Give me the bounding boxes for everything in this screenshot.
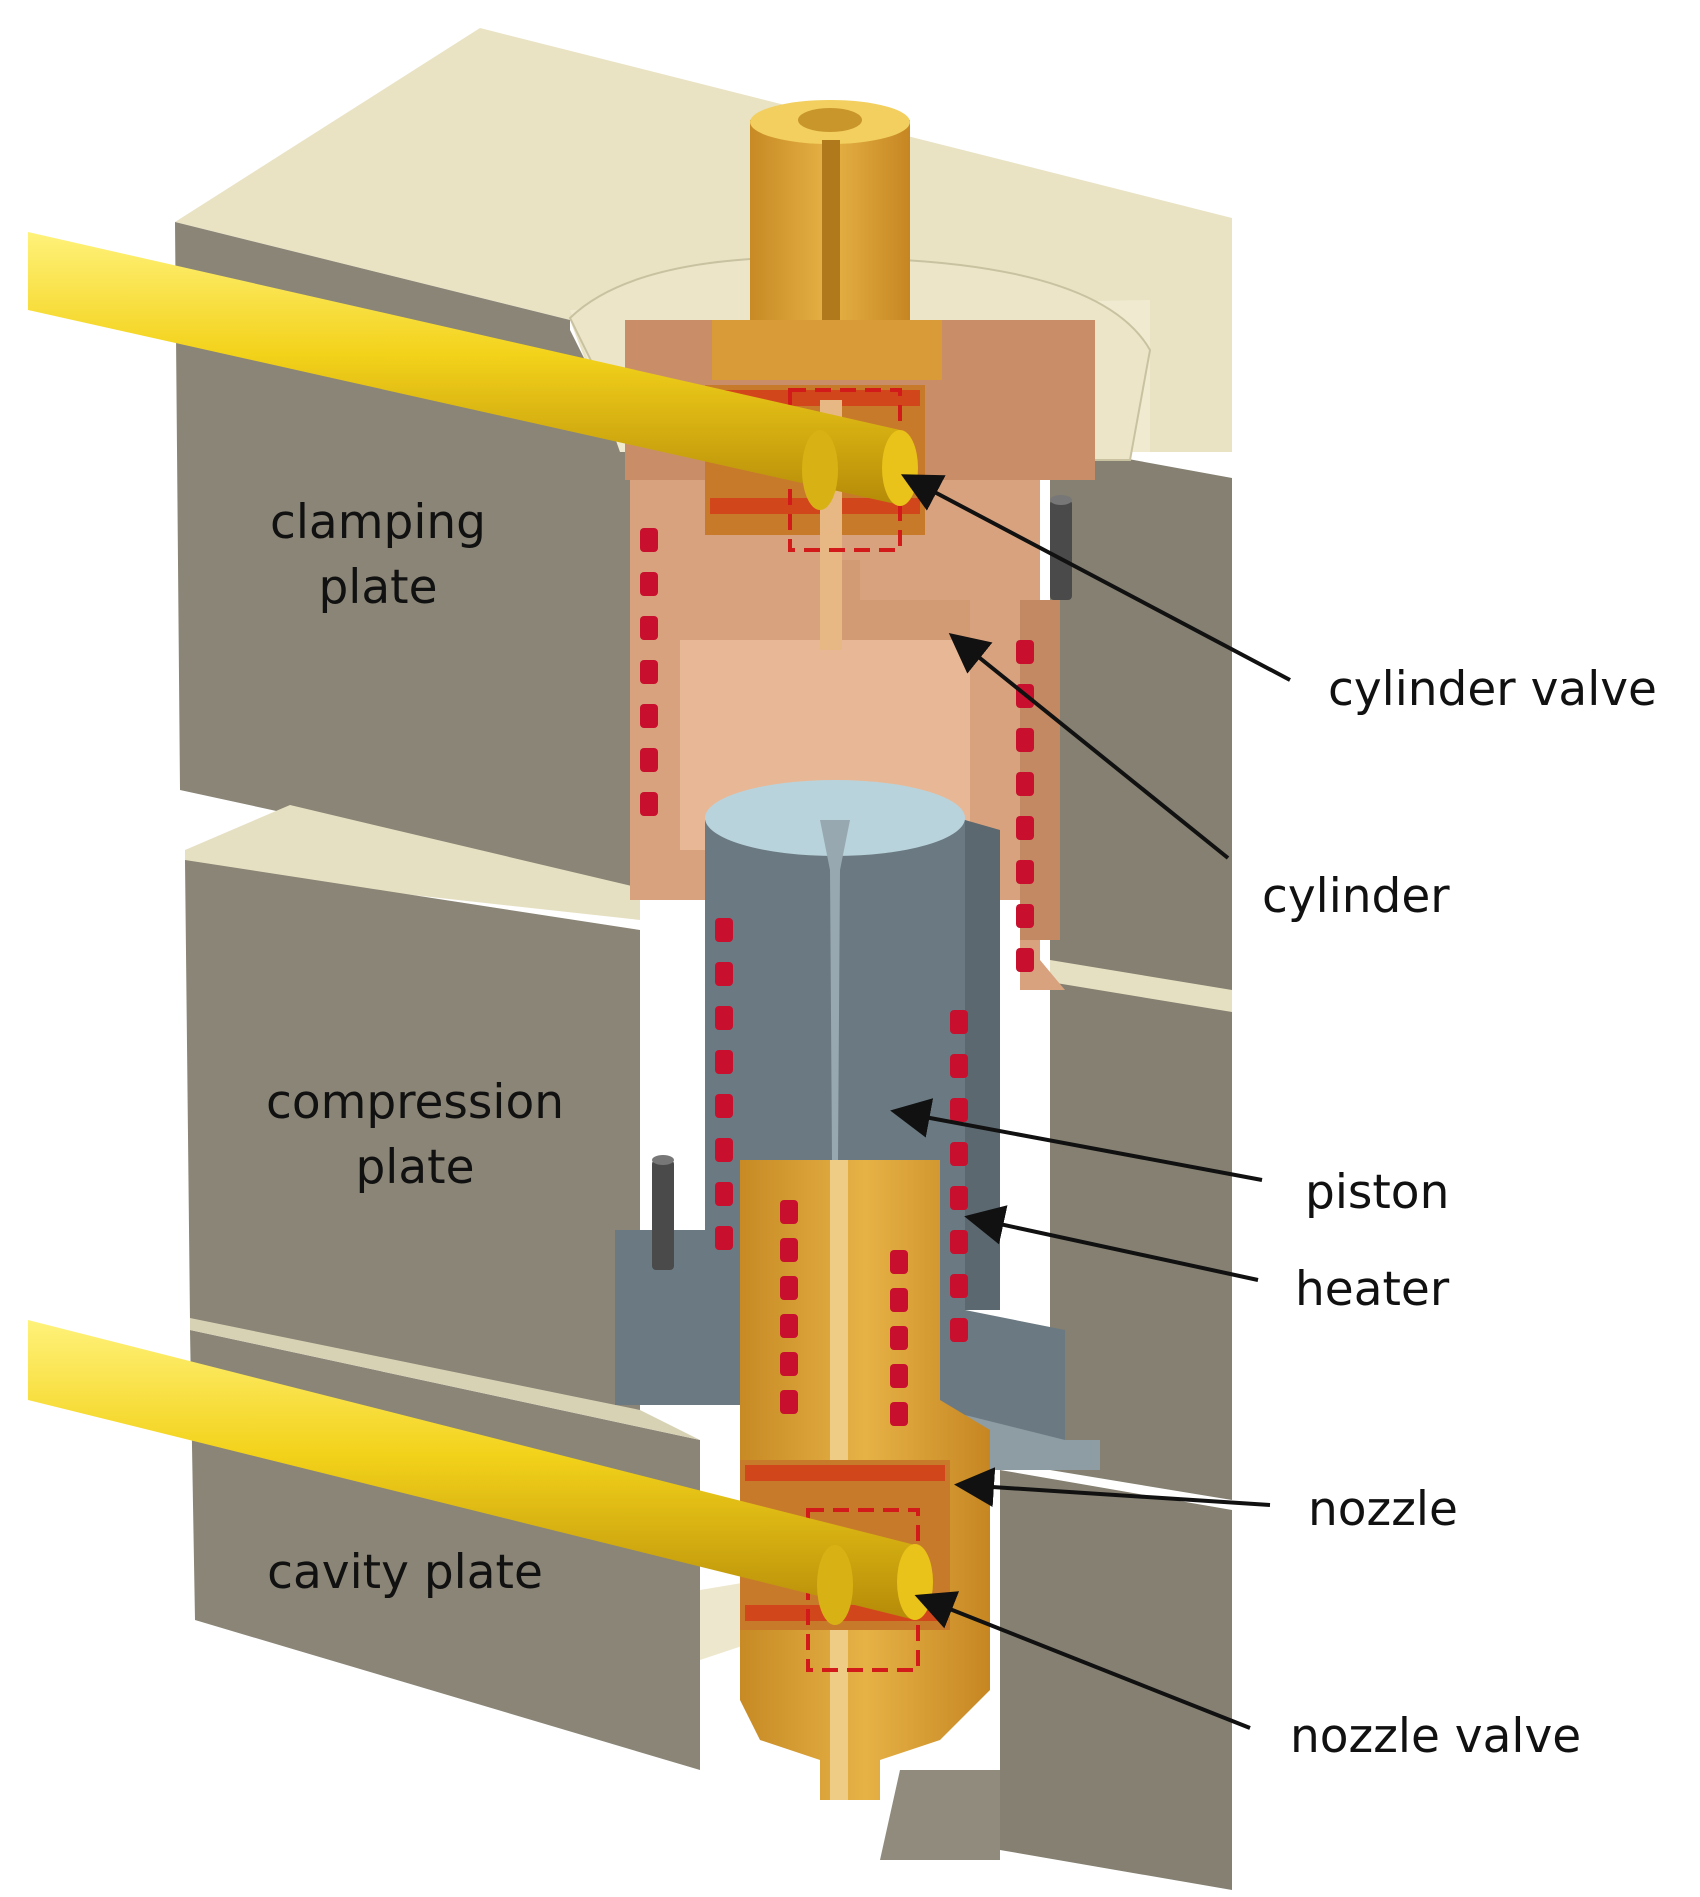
piston-sprue-channel: [820, 820, 850, 1160]
piston-left-heater-coil: [715, 918, 733, 942]
nozzle-right-heater-coil: [890, 1364, 908, 1388]
piston-right-heater-coil: [950, 1318, 968, 1342]
label-compression-plate-line2: plate: [355, 1140, 474, 1195]
valve-stem-top-hole: [798, 108, 862, 132]
label-nozzle: nozzle: [1308, 1482, 1458, 1537]
label-nozzle-valve: nozzle valve: [1290, 1709, 1581, 1764]
label-piston: piston: [1305, 1165, 1449, 1220]
piston-right-heater-coil: [950, 1098, 968, 1122]
upper-pipe-end-left: [802, 430, 838, 510]
piston-left-heater-coil: [715, 1138, 733, 1162]
arrow-nozzle: [954, 1467, 1271, 1508]
lower-pipe-end-left: [817, 1545, 853, 1625]
piston-right-heater-coil: [950, 1010, 968, 1034]
pin-upper-right-top: [1050, 495, 1072, 505]
nozzle-left-heater-coil: [780, 1352, 798, 1376]
nozzle-heaters: [780, 1200, 908, 1426]
arrow-nozzle-valve: [914, 1591, 1251, 1730]
cylinder-right-heater-coil: [1016, 860, 1034, 884]
pin-upper-right: [1050, 500, 1072, 600]
piston-right-heater-coil: [950, 1142, 968, 1166]
cylinder-right-heater-coil: [1016, 904, 1034, 928]
cylinder-left-heater-coil: [640, 528, 658, 552]
pin-lower-left-top: [652, 1155, 674, 1165]
cylinder-right-heater-coil: [1016, 640, 1034, 664]
valve-stem-slot: [822, 140, 840, 340]
compression-plate-front-face: [185, 860, 640, 1420]
nozzle-right-heater-coil: [890, 1326, 908, 1350]
clamping-plate-right-face: [1050, 452, 1232, 1000]
cylinder-left-heater-coil: [640, 616, 658, 640]
label-cavity-plate: cavity plate: [267, 1545, 543, 1600]
cylinder-right-heater-coil: [1016, 772, 1034, 796]
cylinder-right-heater-coil: [1016, 816, 1034, 840]
lower-pipe-end-right: [897, 1544, 933, 1620]
label-compression-plate-line1: compression: [266, 1075, 564, 1130]
nozzle-right-heater-coil: [890, 1288, 908, 1312]
nozzle-left-heater-coil: [780, 1276, 798, 1300]
piston-top: [705, 780, 965, 856]
cylinder-left-heater-coil: [640, 704, 658, 728]
lower-pipe-body: [28, 1320, 915, 1620]
piston-right-heater-coil: [950, 1230, 968, 1254]
cylinder-heaters: [640, 528, 1034, 972]
piston-left-heater-coil: [715, 1006, 733, 1030]
upper-pipe-body: [28, 232, 900, 505]
cavity-plate-bottom-ledge: [880, 1770, 1000, 1860]
upper-pipe-end-right: [882, 430, 918, 506]
cavity-plate-top-edge: [190, 1318, 700, 1440]
pin-lower-left: [652, 1160, 674, 1270]
nozzle-right-heater-coil: [890, 1250, 908, 1274]
nozzle-left-heater-coil: [780, 1314, 798, 1338]
compression-plate: [185, 805, 1232, 1500]
cylinder-left-heater-coil: [640, 572, 658, 596]
nozzle-channel-red-top: [745, 1465, 945, 1481]
piston-left-heater-coil: [715, 1094, 733, 1118]
arrow-cylinder-valve: [900, 474, 1291, 682]
valve-collar: [712, 320, 942, 380]
piston-heaters: [715, 918, 968, 1342]
nozzle-left-heater-coil: [780, 1238, 798, 1262]
piston-left-heater-coil: [715, 1226, 733, 1250]
cylinder-left-heater-coil: [640, 660, 658, 684]
cylinder-left-heater-coil: [640, 792, 658, 816]
nozzle-left-heater-coil: [780, 1200, 798, 1224]
nozzle-left-heater-coil: [780, 1390, 798, 1414]
label-cylinder: cylinder: [1262, 869, 1450, 924]
piston-left-heater-coil: [715, 1182, 733, 1206]
piston-left-heater-coil: [715, 962, 733, 986]
cylinder-left-heater-coil: [640, 748, 658, 772]
piston-right-heater-coil: [950, 1186, 968, 1210]
locating-pins: [652, 495, 1072, 1270]
compression-plate-right-face: [1050, 980, 1232, 1500]
piston-right-heater-coil: [950, 1274, 968, 1298]
piston-left-heater-coil: [715, 1050, 733, 1074]
piston-right-shade: [965, 820, 1000, 1310]
callout-arrows: [890, 474, 1291, 1730]
cavity-plate-right-face: [1000, 1470, 1232, 1890]
cylinder-right-heater-coil: [1016, 728, 1034, 752]
label-heater: heater: [1295, 1262, 1450, 1317]
label-clamping-plate-line1: clamping: [270, 495, 486, 550]
compression-plate-top-face: [185, 805, 640, 920]
label-clamping-plate-line2: plate: [318, 560, 437, 615]
arrow-cylinder: [948, 632, 1230, 860]
arrow-heater: [964, 1205, 1259, 1282]
nozzle-right-heater-coil: [890, 1402, 908, 1426]
piston-right-heater-coil: [950, 1054, 968, 1078]
arrow-piston: [890, 1098, 1263, 1182]
label-cylinder-valve: cylinder valve: [1328, 662, 1657, 717]
cylinder-right-heater-coil: [1016, 948, 1034, 972]
compression-plate-right-top: [1050, 960, 1232, 1012]
